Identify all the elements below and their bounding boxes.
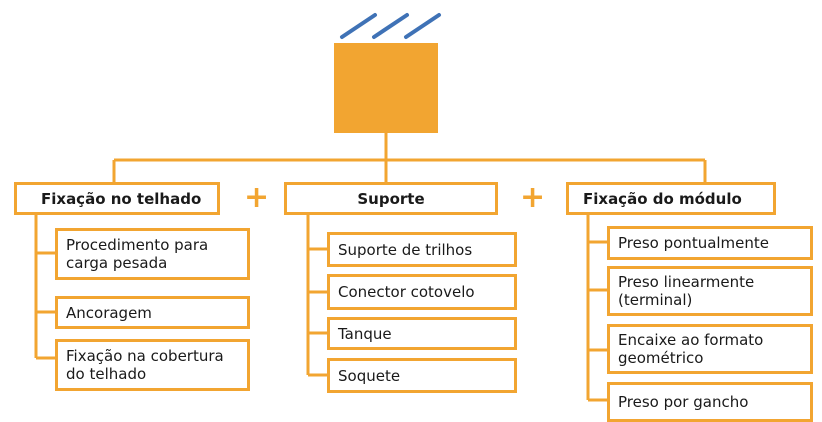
list-item: Procedimento para carga pesada [55,228,250,280]
list-item: Preso pontualmente [607,226,813,260]
column-header-roof-fixing: Fixação no telhado [14,182,220,215]
column-header-support: Suporte [284,182,498,215]
plus-operator: + [520,180,546,215]
list-item: Conector cotovelo [327,274,517,310]
plus-operator: + [244,180,270,215]
list-item: Suporte de trilhos [327,232,517,267]
list-item: Preso linearmente (terminal) [607,266,813,316]
column-header-module-fixing: Fixação do módulo [566,182,776,215]
solar-panel-icon [334,13,441,133]
list-item: Preso por gancho [607,382,813,422]
list-item: Encaixe ao formato geométrico [607,324,813,374]
list-item: Tanque [327,317,517,350]
list-item: Soquete [327,358,517,393]
list-item: Ancoragem [55,296,250,329]
list-item: Fixação na cobertura do telhado [55,339,250,391]
